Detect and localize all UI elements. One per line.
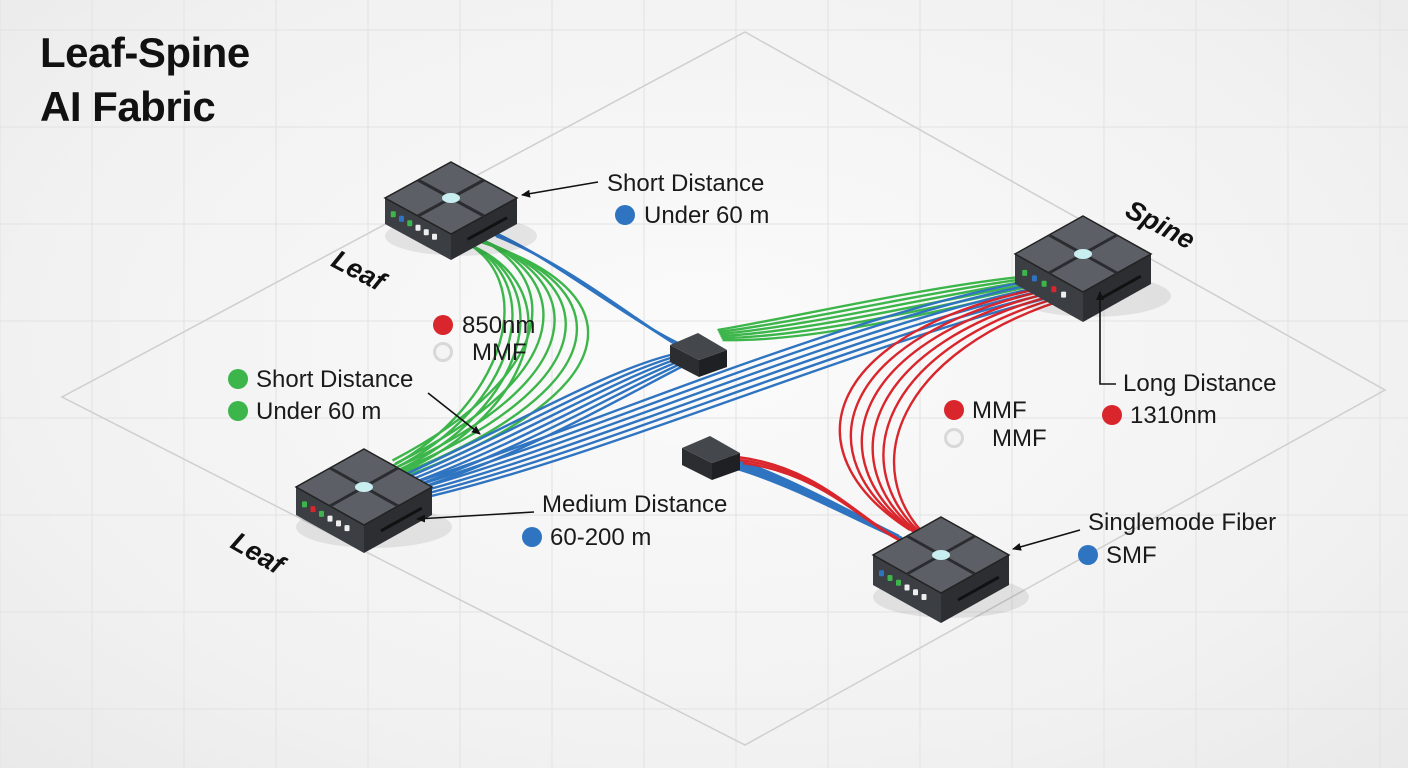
- fiber-strand: [720, 281, 1033, 338]
- blue-dot-icon: [615, 205, 635, 225]
- singlemode-fiber-value: SMF: [1106, 542, 1157, 569]
- fiber-strand: [408, 355, 684, 482]
- fiber-strand: [404, 351, 680, 476]
- fiber-strand: [418, 285, 1043, 490]
- blue-fiber-bundle-top: [483, 226, 689, 354]
- leader-long: [1096, 291, 1116, 385]
- red-fiber-bundle: [736, 285, 1073, 544]
- fiber-strand: [721, 283, 1037, 340]
- fiber-strand: [871, 291, 1063, 537]
- blue-dot-icon: [1078, 545, 1098, 565]
- fiber-strand: [406, 353, 682, 479]
- green-dot-icon: [228, 401, 248, 421]
- green-fiber-bundle-left: [389, 235, 530, 475]
- page-title-line2: AI Fabric: [40, 83, 216, 130]
- leader-left-short: [427, 392, 481, 435]
- leader-singlemode: [1012, 529, 1081, 551]
- page-title-line1: Leaf-Spine: [40, 29, 250, 76]
- hollow-dot-icon: [944, 428, 964, 448]
- red-dot-icon: [433, 315, 453, 335]
- long-distance-label: Long Distance: [1123, 370, 1277, 397]
- top-short-distance-label: Short Distance: [607, 170, 765, 197]
- leaf-switch-bottom: [294, 448, 452, 553]
- fiber-strand: [860, 289, 1058, 535]
- fiber-strand: [392, 237, 514, 471]
- fiber-strand: [717, 275, 1021, 332]
- singlemode-fiber-label: Singlemode Fiber: [1088, 509, 1277, 536]
- wavelength-850-label: 850nm: [462, 312, 536, 339]
- fiber-strand: [389, 235, 506, 469]
- green-fiber-bundle-top: [391, 229, 590, 477]
- floor-outline: [60, 31, 1387, 746]
- fiber-strand: [399, 241, 530, 475]
- left-short-distance-label: Short Distance: [256, 366, 414, 393]
- cable-bundles: [389, 226, 1073, 546]
- mmf-label-left: MMF: [472, 339, 527, 366]
- mmf-label-lower: MMF: [992, 425, 1047, 452]
- red-dot-icon: [1102, 405, 1122, 425]
- fiber-strand: [410, 357, 686, 485]
- long-distance-value: 1310nm: [1130, 402, 1217, 429]
- patch-panel-lower: [682, 436, 740, 480]
- left-short-distance-value: Under 60 m: [256, 398, 382, 425]
- leaf-switch-right: [871, 516, 1029, 623]
- medium-distance-label: Medium Distance: [542, 491, 728, 518]
- leader-medium: [416, 511, 535, 523]
- fiber-strand: [718, 277, 1025, 334]
- mmf-label-upper: MMF: [972, 397, 1027, 424]
- fiber-strand: [391, 229, 534, 462]
- medium-distance-value: 60-200 m: [550, 524, 652, 551]
- fiber-strand: [414, 279, 1033, 484]
- fiber-strand: [742, 461, 904, 544]
- leaf-switch-top: [383, 161, 537, 260]
- fiber-strand: [414, 361, 690, 491]
- callout-leaders: [416, 181, 1116, 551]
- fiber-strand: [849, 287, 1053, 533]
- fiber-strand: [838, 285, 1048, 532]
- red-dot-icon: [944, 400, 964, 420]
- blue-fiber-bundle-left: [404, 351, 690, 491]
- patch-panel-upper: [670, 333, 727, 377]
- green-fiber-bundle-spine: [717, 275, 1041, 342]
- fiber-strand: [495, 234, 689, 354]
- fiber-strand: [892, 295, 1073, 541]
- fiber-strand: [412, 359, 688, 488]
- leader-top-short: [521, 181, 599, 198]
- fiber-strand: [719, 279, 1029, 336]
- hollow-dot-icon: [433, 342, 453, 362]
- blue-dot-icon: [522, 527, 542, 547]
- top-short-distance-value: Under 60 m: [644, 202, 770, 229]
- fiber-strand: [416, 282, 1038, 487]
- fiber-strand: [882, 293, 1068, 539]
- green-dot-icon: [228, 369, 248, 389]
- fiber-strand: [394, 231, 545, 465]
- fiber-strand: [395, 239, 522, 473]
